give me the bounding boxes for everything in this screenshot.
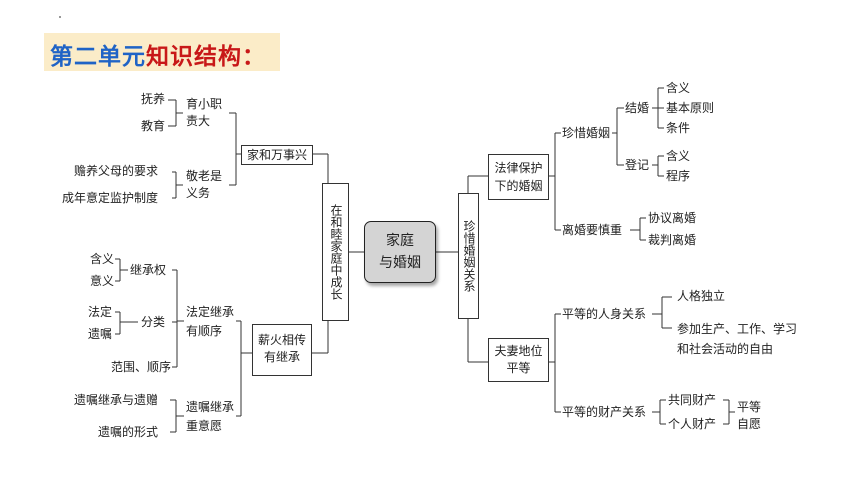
title-highlight-text: 知识结构：: [146, 44, 266, 70]
falv-label: 法律保护 下的婚姻: [494, 161, 543, 193]
fanwei-label: 范围、顺序: [111, 360, 172, 374]
dengji-hanyi: 含义: [666, 149, 691, 163]
pingdeng-ziyuan: 平等 自愿: [737, 400, 762, 431]
fuqi-box: 夫妻地位 平等: [488, 338, 549, 382]
caipan-lihun: 裁判离婚: [648, 233, 697, 247]
renge-duli: 人格独立: [677, 289, 726, 303]
geren-caichan: 个人财产: [668, 417, 717, 431]
jiehun-label: 结婚: [625, 101, 650, 115]
center-topic-label: 家庭 与婚姻: [379, 233, 421, 271]
canjia-shengchan: 参加生产、工作、学习 和社会活动的自由: [677, 322, 798, 356]
falv-box: 法律保护 下的婚姻: [488, 154, 549, 200]
title-highlight: [44, 33, 280, 71]
right-main-box: 珍惜婚姻关系: [458, 193, 479, 319]
renshen-label: 平等的人身关系: [562, 307, 647, 321]
stray-dot: [59, 16, 61, 18]
hanyi-label: 含义: [90, 252, 115, 266]
jichengquan-label: 继承权: [130, 263, 167, 277]
caichan-label: 平等的财产关系: [562, 405, 647, 419]
xingshi-label: 遗嘱的形式: [98, 425, 159, 439]
title-prefix: 第二单元: [50, 44, 146, 70]
fading-label: 法定继承 有顺序: [186, 305, 235, 338]
jiahe-label: 家和万事兴: [246, 148, 307, 162]
fuyang-label: 抚养: [141, 92, 166, 106]
xinhuo-label: 薪火相传 有继承: [257, 333, 306, 364]
gongtong-caichan: 共同财产: [668, 393, 717, 407]
xinhuo-box: 薪火相传 有继承: [252, 324, 312, 376]
center-topic: 家庭 与婚姻: [364, 221, 436, 283]
left-main-box: 在和睦家庭中成长: [322, 183, 349, 321]
jiehun-tiaojian: 条件: [666, 121, 691, 135]
yizeng-label: 遗嘱继承与遗赠: [74, 393, 159, 407]
xieyi-lihun: 协议离婚: [648, 211, 697, 225]
fuqi-label: 夫妻地位 平等: [494, 344, 543, 375]
fading-item-label: 法定: [88, 305, 113, 319]
right-main-label: 珍惜婚姻关系: [462, 220, 476, 292]
shanyang-label: 赡养父母的要求: [74, 164, 159, 178]
yiyi-label: 意义: [90, 274, 115, 288]
yizhu-jicheng-label: 遗嘱继承 重意愿: [186, 400, 235, 433]
jiehun-yuanze: 基本原则: [666, 101, 715, 115]
dengji-chengxu: 程序: [666, 169, 691, 183]
left-main-label: 在和睦家庭中成长: [329, 204, 343, 300]
yuxiao-label: 育小职 责大: [186, 97, 223, 128]
fenlei-label: 分类: [141, 315, 166, 329]
jinglao-label: 敬老是 义务: [186, 169, 223, 200]
dengji-label: 登记: [625, 158, 650, 172]
jiehun-hanyi: 含义: [666, 81, 691, 95]
lihun-label: 离婚要慎重: [562, 223, 623, 237]
zhenxi-label: 珍惜婚姻: [562, 126, 611, 140]
jiahe-box: 家和万事兴: [241, 145, 313, 165]
yizhu-item-label: 遗嘱: [88, 327, 113, 341]
jiaoyu-label: 教育: [141, 119, 166, 133]
page-title: 第二单元知识结构：: [50, 37, 266, 71]
yiding-label: 成年意定监护制度: [62, 191, 159, 205]
